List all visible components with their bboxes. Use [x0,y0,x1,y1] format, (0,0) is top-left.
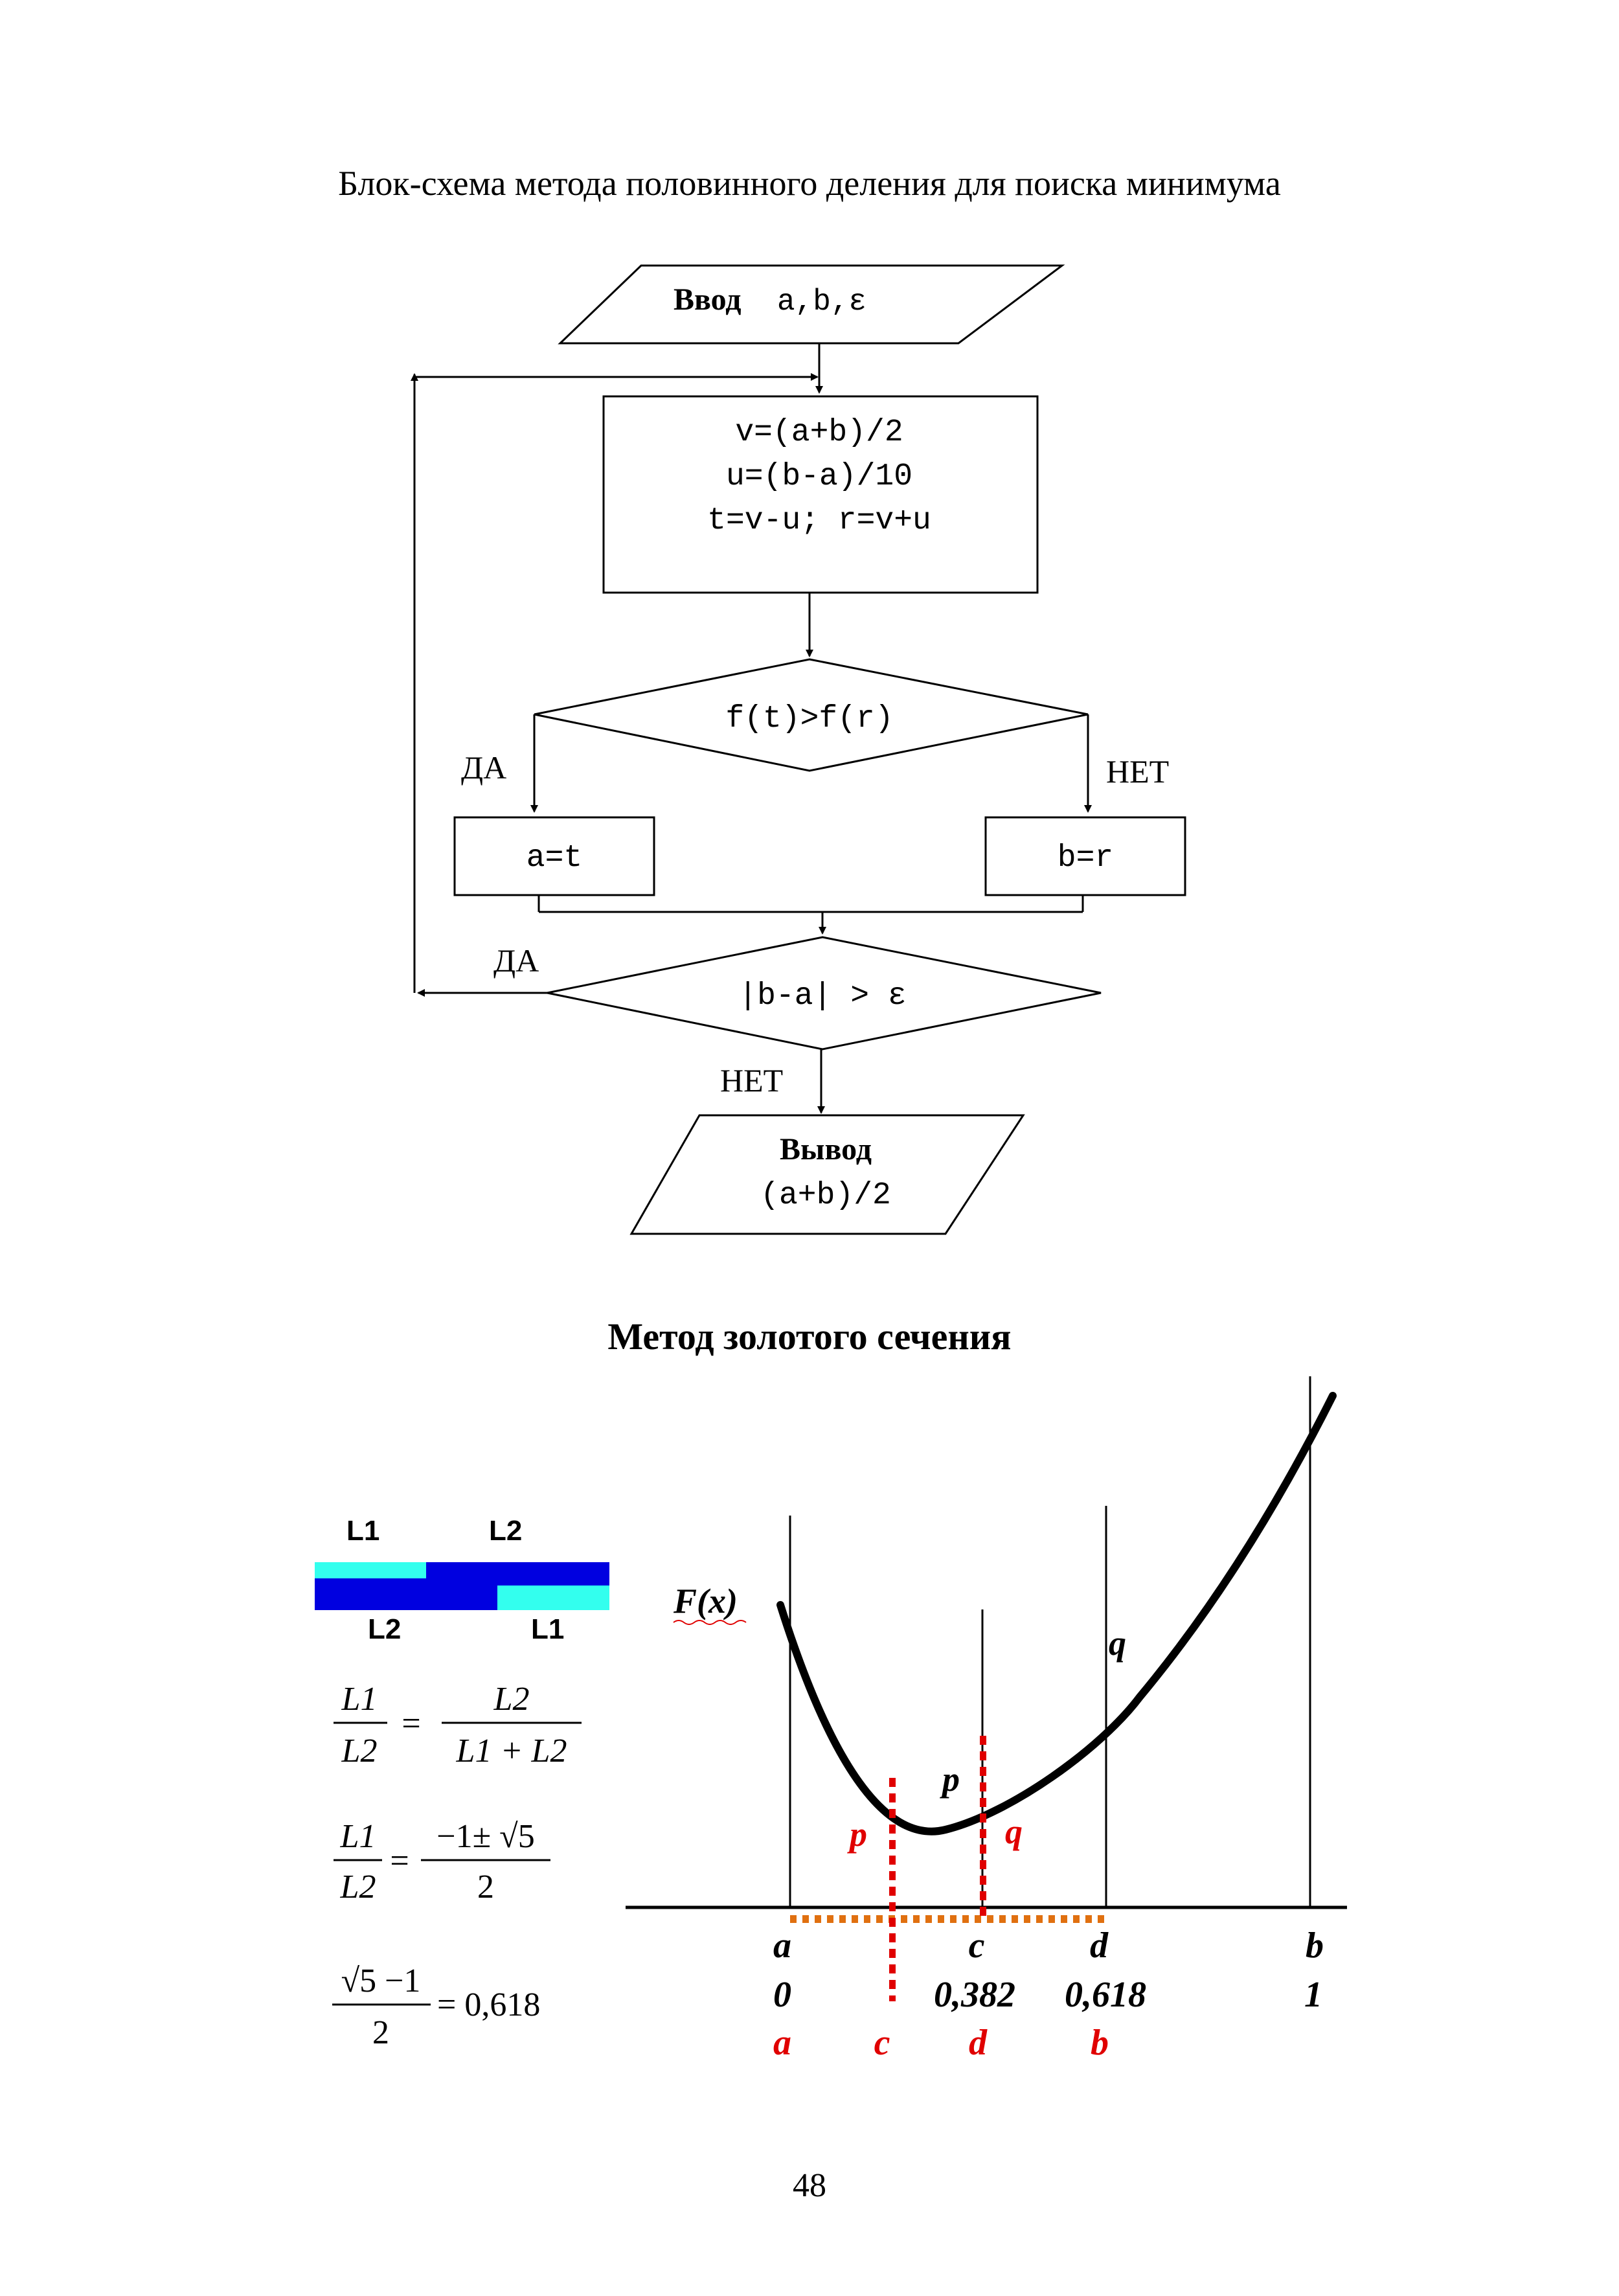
axis-letter-a: a [773,1926,791,1966]
condition-2-text: |b-a| > ε [738,979,906,1014]
axis-value-0382: 0,382 [934,1975,1015,2015]
function-label: F(x) [673,1582,738,1620]
flowchart-title: Блок-схема метода половинного деления дл… [338,164,1281,203]
no-label-1: НЕТ [1106,753,1169,790]
red-label-q: q [1005,1812,1023,1851]
axis-value-1: 1 [1304,1975,1322,2015]
f1-num-right: L2 [493,1681,530,1718]
segment-bar-top-light [315,1562,426,1578]
assign-a-text: a=t [526,841,582,876]
exit-no-label: НЕТ [720,1062,783,1098]
golden-section-graph: F(x) q p p q a c d b 0 0,382 0,618 1 a c… [626,1376,1347,2063]
f3-den: 2 [372,2014,389,2051]
f1-num-left: L1 [341,1681,378,1718]
segment-label-top-l1: L1 [346,1515,379,1547]
red-letter-a: a [773,2023,791,2063]
golden-section-title: Метод золотого сечения [607,1315,1012,1358]
axis-letter-d: d [1090,1926,1109,1966]
loop-yes-label: ДА [493,942,539,979]
f1-equals: = [402,1705,420,1742]
axis-value-0: 0 [773,1975,791,2015]
function-curve [776,1392,1337,1836]
page-number: 48 [793,2167,826,2204]
red-letter-c: c [874,2023,890,2063]
axis-letter-b: b [1306,1926,1324,1966]
output-label: Вывод [780,1132,872,1166]
input-vars: a,b,ε [777,285,866,319]
condition-1-text: f(t)>f(r) [725,701,893,736]
red-label-p: p [847,1815,867,1854]
segment-label-bottom-l2: L2 [368,1613,401,1645]
input-label: Ввод [674,282,742,317]
flowchart: Ввод a,b,ε v=(a+b)/2 u=(b-a)/10 t=v-u; r… [411,264,1186,1235]
axis-letter-c: c [969,1926,985,1966]
curve-label-p: p [940,1760,960,1799]
yes-label-1: ДА [461,749,506,786]
compute-block [602,395,1039,594]
output-block [629,1114,1025,1235]
input-block [558,264,1065,345]
f3-num: √5 −1 [341,1962,421,1999]
f1-den-right: L1 + L2 [456,1733,567,1769]
red-letter-d: d [969,2023,988,2063]
f2-num-right: −1± √5 [436,1818,534,1855]
f2-den-right: 2 [477,1869,494,1905]
f2-den-left: L2 [340,1869,376,1905]
compute-line-1: v=(a+b)/2 [735,415,903,450]
f2-num-left: L1 [340,1818,376,1855]
segment-bar-bottom-light [497,1586,609,1610]
compute-line-2: u=(b-a)/10 [726,459,912,494]
assign-b-block [984,816,1186,896]
golden-ratio-formulas: L1 L2 L2 L1 L1 L2 = L2 L1 + L2 L1 L2 = −… [315,1515,609,2051]
curve-label-q: q [1109,1624,1126,1663]
condition-diamond-2 [547,936,1102,1051]
segment-label-bottom-l1: L1 [531,1613,564,1645]
segment-label-top-l2: L2 [489,1515,522,1547]
f2-equals: = [390,1843,409,1880]
condition-diamond-1 [534,658,1089,772]
f1-den-left: L2 [341,1733,378,1769]
assign-b-text: b=r [1058,841,1113,876]
output-expr: (a+b)/2 [760,1178,891,1213]
compute-line-3: t=v-u; r=v+u [707,503,931,538]
assign-a-block [453,816,655,896]
red-letter-b: b [1091,2023,1109,2063]
f3-result: = 0,618 [437,1986,540,2023]
axis-value-0618: 0,618 [1065,1975,1146,2015]
